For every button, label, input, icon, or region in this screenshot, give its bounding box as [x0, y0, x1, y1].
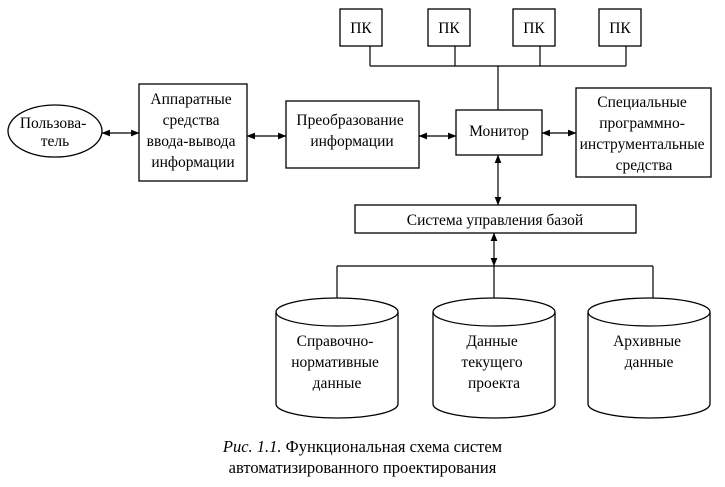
pc-box-2 — [427, 8, 471, 47]
user-label: Пользова- тель — [20, 115, 90, 150]
pc-box-1 — [339, 8, 383, 47]
special-tools-line-1: Специальные — [597, 94, 687, 111]
figure-caption: Рис. 1.1. Функциональная схема систем ав… — [0, 436, 725, 478]
database-3-line-1: Архивные — [613, 333, 681, 350]
special-tools-line-2: программно- — [599, 115, 685, 132]
dbms-node: Система управления базой — [354, 204, 637, 234]
dbms-label: Система управления базой — [407, 212, 583, 229]
database-3-line-2: данные — [625, 354, 674, 371]
user-label-line-2: тель — [41, 133, 69, 150]
database-current-project: Данные текущего проекта — [432, 297, 556, 419]
database-cylinder-2-rim — [432, 311, 556, 327]
special-tools-label: Специальные программно- инструментальные… — [580, 94, 709, 174]
conversion-line-1: Преобразование — [296, 112, 403, 129]
database-1-line-3: данные — [313, 375, 362, 392]
database-2-line-2: текущего — [461, 354, 523, 371]
special-tools-line-4: средства — [616, 157, 673, 174]
hardware-io-box — [138, 83, 248, 182]
database-1-line-2: нормативные — [291, 354, 379, 371]
monitor-box — [455, 109, 543, 156]
hardware-io-node: Аппаратные средства ввода-вывода информа… — [138, 83, 248, 182]
database-2-line-1: Данные — [466, 333, 517, 350]
special-tools-node: Специальные программно- инструментальные… — [575, 87, 712, 178]
special-tools-box — [575, 87, 712, 178]
database-cylinder-2 — [432, 297, 556, 419]
database-cylinder-1 — [275, 297, 399, 419]
hardware-io-label: Аппаратные средства ввода-вывода информа… — [147, 91, 240, 171]
user-label-line-1: Пользова- — [20, 115, 86, 132]
pc-box-3 — [512, 8, 556, 47]
database-label-2: Данные текущего проекта — [461, 333, 526, 392]
database-cylinder-1-rim — [275, 311, 399, 327]
pc-box-4 — [598, 8, 642, 47]
special-tools-line-3: инструментальные — [580, 136, 705, 153]
caption-title-part-1: Функциональная схема систем — [285, 437, 503, 456]
caption-title-part-2: автоматизированного проектирования — [228, 458, 497, 477]
caption-figure-label: Рис. 1.1. — [222, 437, 282, 456]
caption-line-1: Рис. 1.1. Функциональная схема систем — [0, 436, 725, 457]
hardware-io-line-4: информации — [151, 154, 234, 171]
database-label-1: Справочно- нормативные данные — [291, 333, 383, 392]
monitor-label: Монитор — [469, 123, 529, 140]
monitor-node: Монитор — [455, 109, 543, 156]
database-cylinder-3 — [587, 297, 711, 419]
pc-label-1: ПК — [350, 20, 372, 37]
database-label-3: Архивные данные — [613, 333, 685, 371]
user-node: Пользова- тель — [7, 104, 103, 158]
pc-label-2: ПК — [438, 20, 460, 37]
database-reference-normative: Справочно- нормативные данные — [275, 297, 399, 419]
hardware-io-line-3: ввода-вывода — [147, 133, 236, 150]
conversion-label: Преобразование информации — [296, 112, 407, 150]
pc-group: ПК ПК ПК ПК — [339, 8, 642, 110]
conversion-line-2: информации — [310, 133, 393, 150]
database-2-line-3: проекта — [468, 375, 520, 392]
database-archive: Архивные данные — [587, 297, 711, 419]
conversion-node: Преобразование информации — [285, 100, 420, 169]
database-cylinder-3-rim — [587, 311, 711, 327]
hardware-io-line-1: Аппаратные — [150, 91, 231, 108]
pc-label-3: ПК — [523, 20, 545, 37]
pc-label-4: ПК — [609, 20, 631, 37]
database-1-line-1: Справочно- — [297, 333, 374, 350]
hardware-io-line-2: средства — [163, 112, 220, 129]
